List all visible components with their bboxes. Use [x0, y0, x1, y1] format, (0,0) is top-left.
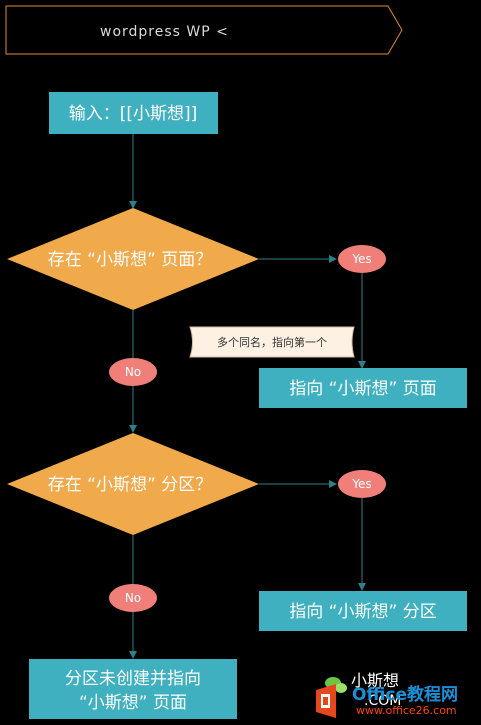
watermark-site-cn: 小斯想 — [351, 671, 399, 690]
header-text: wordpress WP < — [100, 24, 229, 40]
note-callout: 多个同名，指向第一个 — [189, 326, 355, 358]
point-page-label: 指向 “小斯想” 页面 — [289, 379, 436, 399]
no-circle-1: No — [109, 358, 157, 386]
no-label-2: No — [125, 591, 141, 605]
create-section-box: 分区未创建并指向 “小斯想” 页面 — [29, 659, 237, 719]
office-logo-icon — [316, 684, 336, 718]
input-box: 输入：[[小斯想]] — [49, 92, 218, 134]
no-circle-2: No — [109, 584, 157, 612]
watermark-office-brand: Office教程网 — [352, 684, 458, 705]
decision-page-exists: 存在 “小斯想” 页面？ — [7, 208, 259, 310]
create-line1: 分区未创建并指向 — [65, 669, 201, 689]
watermark: 小斯想 .COM Office教程网 www.office26.com — [316, 671, 458, 718]
yes-circle-2: Yes — [338, 470, 386, 498]
create-line2: “小斯想” 页面 — [79, 693, 187, 713]
point-section-label: 指向 “小斯想” 分区 — [289, 602, 436, 622]
connectors — [129, 134, 366, 659]
note-text: 多个同名，指向第一个 — [217, 335, 327, 349]
watermark-site-com: .COM — [364, 693, 401, 709]
input-label: 输入：[[小斯想]] — [69, 104, 198, 124]
decision-section-exists: 存在 “小斯想” 分区？ — [7, 433, 259, 535]
decision-section-label: 存在 “小斯想” 分区？ — [48, 475, 212, 495]
wechat-icon — [325, 677, 347, 693]
yes-label-1: Yes — [351, 252, 371, 266]
point-section-box: 指向 “小斯想” 分区 — [259, 591, 467, 631]
header-banner: wordpress WP < — [5, 5, 403, 55]
yes-label-2: Yes — [351, 477, 371, 491]
yes-circle-1: Yes — [338, 245, 386, 273]
watermark-office-url: www.office26.com — [356, 704, 457, 717]
point-page-box: 指向 “小斯想” 页面 — [259, 368, 467, 408]
no-label-1: No — [125, 365, 141, 379]
decision-page-label: 存在 “小斯想” 页面？ — [48, 250, 212, 270]
